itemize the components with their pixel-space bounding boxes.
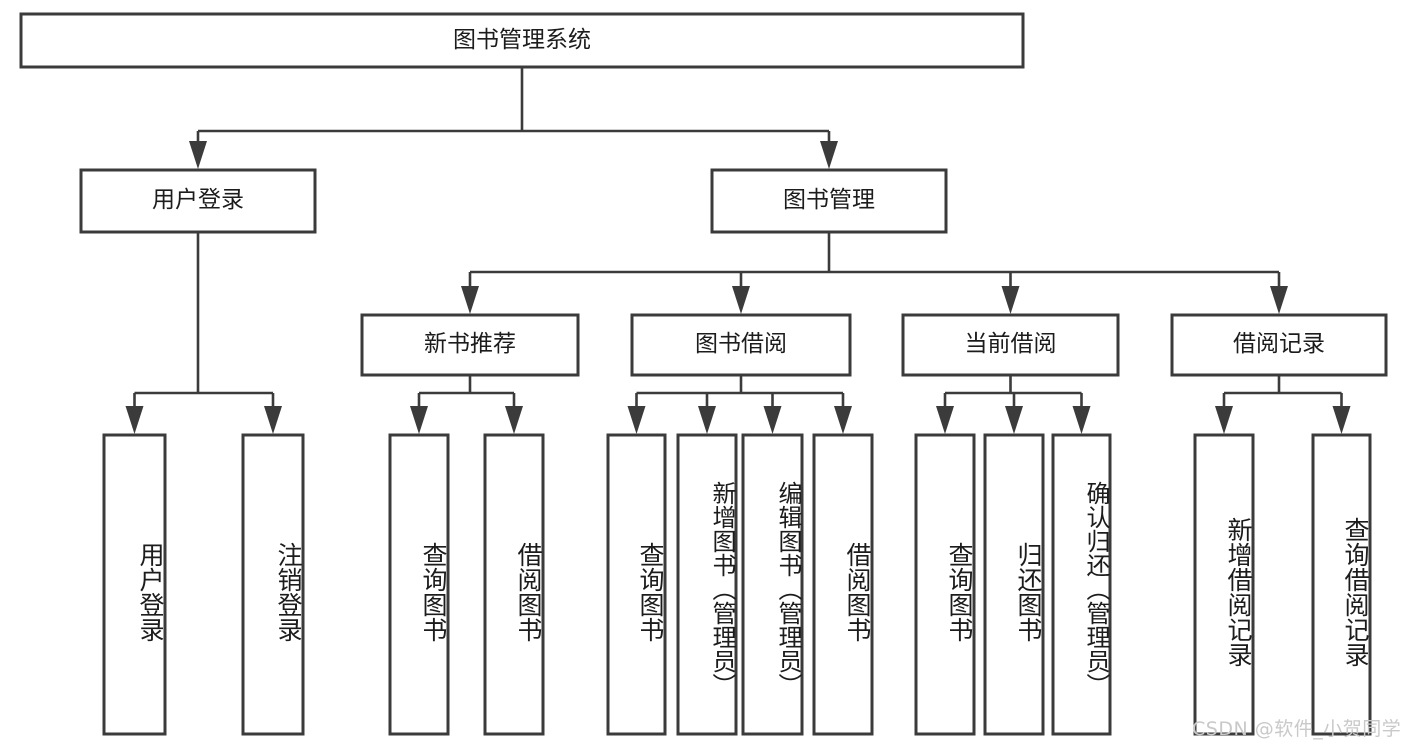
- arrow-head-icon: [461, 286, 479, 314]
- arrow-head-icon: [820, 141, 838, 169]
- node-current-borrow[interactable]: [901, 313, 1120, 377]
- arrow-head-icon: [505, 406, 523, 434]
- node-new-book-recommend[interactable]: [360, 313, 580, 377]
- node-leaf-borrow-book-2[interactable]: [812, 433, 874, 736]
- arrow-head-icon: [1332, 406, 1351, 434]
- node-leaf-confirm-return[interactable]: [1051, 433, 1112, 736]
- connector-layer: [125, 67, 1351, 434]
- node-user-login[interactable]: [79, 168, 317, 234]
- arrow-head-icon: [125, 406, 144, 434]
- node-leaf-query-book-1[interactable]: [388, 433, 450, 736]
- arrow-head-icon: [834, 406, 852, 434]
- node-book-borrow[interactable]: [630, 313, 852, 377]
- node-leaf-add-book[interactable]: [676, 433, 738, 736]
- node-leaf-borrow-book-1[interactable]: [483, 433, 545, 736]
- node-leaf-query-record[interactable]: [1311, 433, 1372, 736]
- node-leaf-query-book-2[interactable]: [606, 433, 667, 736]
- arrow-head-icon: [264, 406, 282, 434]
- node-leaf-return-book[interactable]: [983, 433, 1045, 736]
- node-leaf-edit-book[interactable]: [741, 433, 804, 736]
- node-root[interactable]: [19, 12, 1025, 69]
- arrow-head-icon: [1270, 286, 1288, 314]
- node-book-manage[interactable]: [710, 168, 948, 234]
- node-leaf-query-book-3[interactable]: [914, 433, 976, 736]
- node-leaf-user-login[interactable]: [102, 433, 167, 736]
- arrow-head-icon: [1005, 406, 1023, 434]
- arrow-head-icon: [1001, 286, 1020, 314]
- arrow-head-icon: [189, 141, 207, 169]
- arrow-head-icon: [1072, 406, 1091, 434]
- arrow-head-icon: [763, 406, 782, 434]
- arrow-head-icon: [936, 406, 954, 434]
- arrow-head-icon: [627, 406, 646, 434]
- node-leaf-logout-login[interactable]: [241, 433, 305, 736]
- arrow-head-icon: [698, 406, 716, 434]
- node-box-layer: [19, 12, 1388, 736]
- arrow-head-icon: [1215, 406, 1233, 434]
- arrow-head-icon: [410, 406, 428, 434]
- arrow-head-icon: [732, 286, 750, 314]
- node-leaf-add-record[interactable]: [1193, 433, 1255, 736]
- node-borrow-record[interactable]: [1170, 313, 1388, 377]
- csdn-watermark: CSDN @软件_小贺同学: [1192, 718, 1402, 740]
